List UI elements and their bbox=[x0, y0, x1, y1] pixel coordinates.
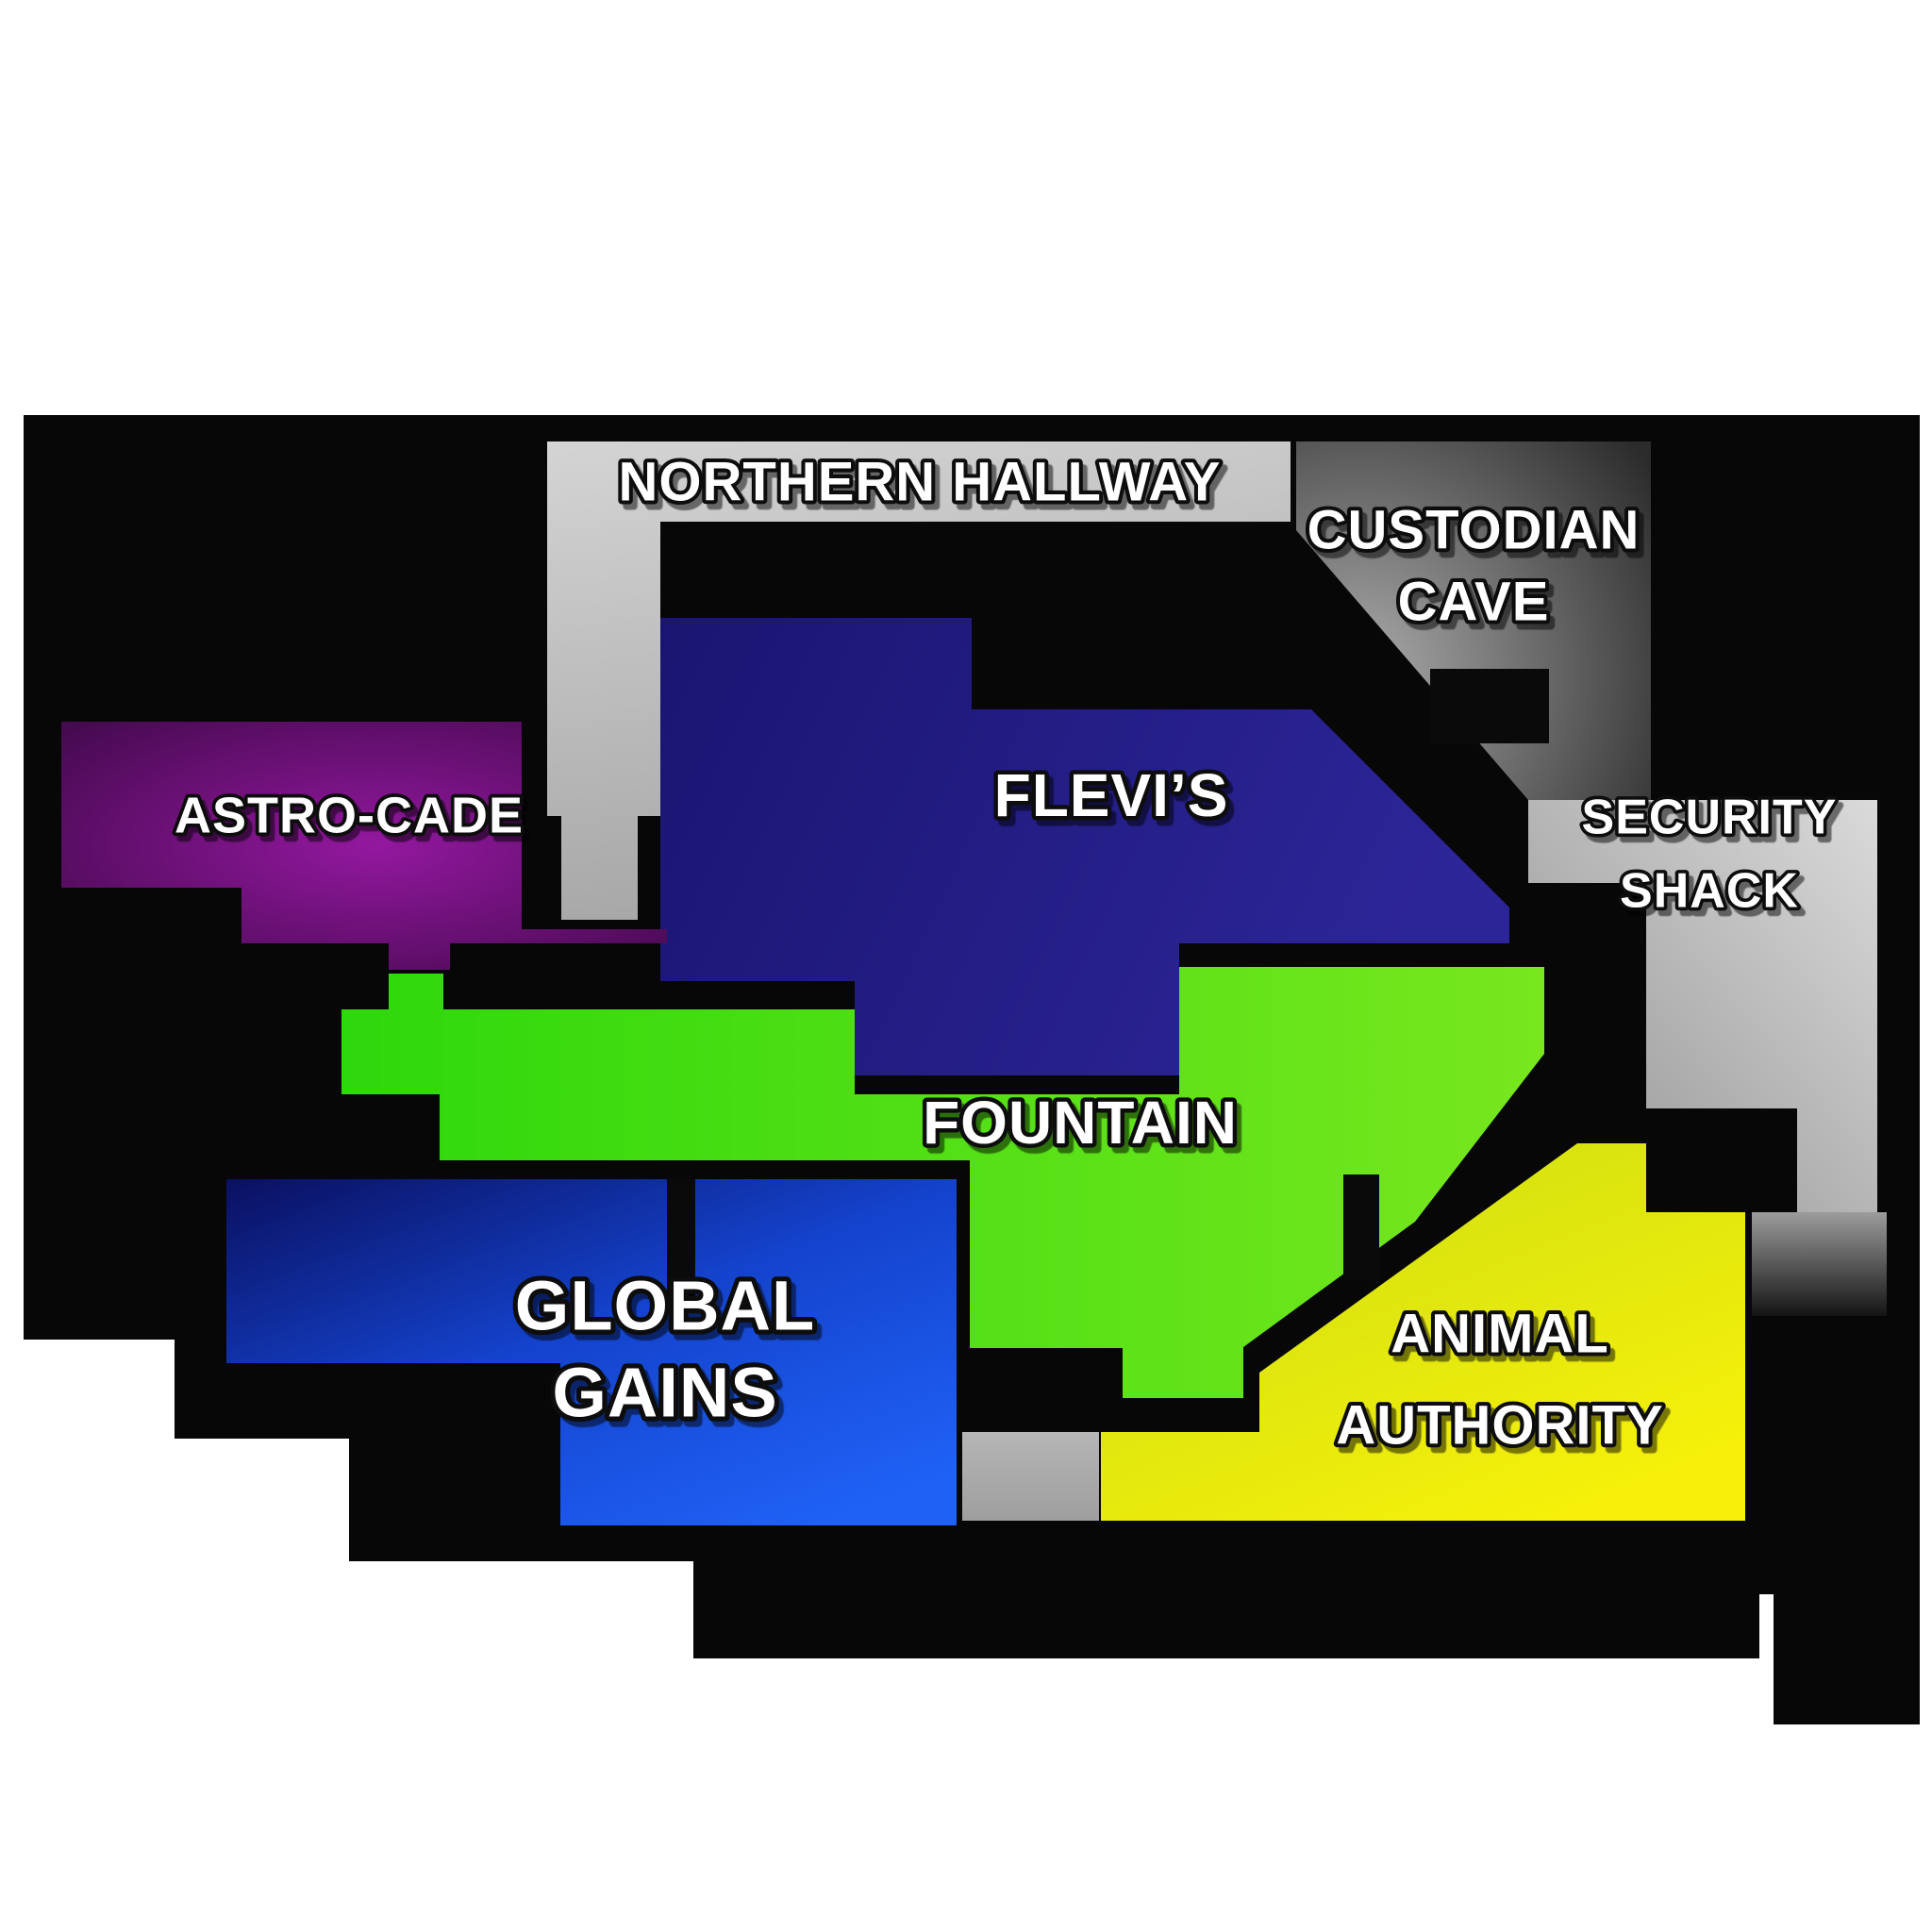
custodian-cave-label: CAVE bbox=[1398, 571, 1550, 632]
security-shack-label: SHACK bbox=[1620, 864, 1799, 919]
astro-cade-region bbox=[61, 722, 667, 970]
south-corridor-region bbox=[962, 1432, 1099, 1521]
wall-block-0 bbox=[667, 1179, 695, 1302]
shack-ramp-region bbox=[1752, 1212, 1887, 1316]
astro-cade-label: ASTRO-CADE bbox=[175, 787, 524, 843]
global-gains-label: GLOBAL bbox=[515, 1267, 815, 1345]
flevis-label: FLEVI’S bbox=[994, 761, 1229, 829]
animal-authority-label: ANIMAL bbox=[1391, 1303, 1609, 1364]
security-shack-label: SECURITY bbox=[1582, 791, 1838, 845]
animal-authority-region bbox=[1101, 1143, 1745, 1521]
security-shack-region bbox=[1528, 800, 1877, 1212]
wall-block-1 bbox=[1430, 669, 1549, 743]
flevis-region bbox=[660, 618, 1509, 1075]
animal-authority-label: AUTHORITY bbox=[1336, 1394, 1663, 1456]
global-gains-label: GAINS bbox=[552, 1354, 777, 1432]
northern-hallway-label: NORTHERN HALLWAY bbox=[619, 451, 1222, 512]
wall-block-2 bbox=[1343, 1174, 1379, 1280]
custodian-cave-label: CUSTODIAN bbox=[1307, 499, 1641, 560]
fountain-region bbox=[341, 967, 1544, 1398]
fountain-label: FOUNTAIN bbox=[923, 1089, 1238, 1157]
northern-hallway-region bbox=[547, 441, 1291, 920]
global-gains-region bbox=[226, 1179, 957, 1525]
building-silhouette-6 bbox=[1774, 1358, 1920, 1724]
custodian-cave-region bbox=[1296, 441, 1651, 800]
